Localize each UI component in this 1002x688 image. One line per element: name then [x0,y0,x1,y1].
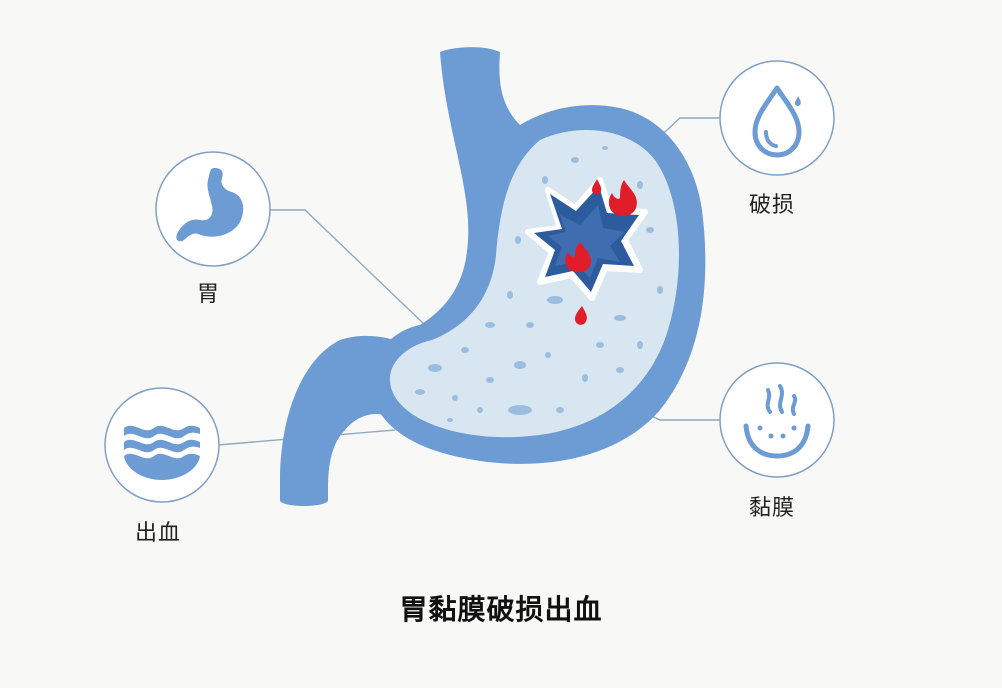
bowl-bubbles-icon [743,384,811,459]
blood-flame-top [608,180,637,216]
leader-line-stomach [270,209,426,326]
label-damage: 破损 [749,193,796,218]
water-drop-icon [752,85,802,158]
label-bleeding: 出血 [135,521,182,546]
mucosa-icon-group [719,362,835,478]
blood-drop-bottom [575,306,587,325]
blood-flame-center [565,242,592,273]
diagram-caption: 胃黏膜破损出血 [399,593,603,626]
blood-marks [565,179,637,325]
stomach-icon-group [155,151,271,267]
label-stomach: 胃 [197,282,221,307]
label-mucosa: 黏膜 [749,496,796,521]
stomach-illustration [280,47,706,506]
bleeding-icon-group [104,387,220,503]
wavy-layers-icon [124,425,200,480]
mucosa-spots [415,146,663,422]
stomach-icon [176,168,244,242]
blood-drop-top [592,179,602,195]
damage-icon-group [719,60,835,176]
